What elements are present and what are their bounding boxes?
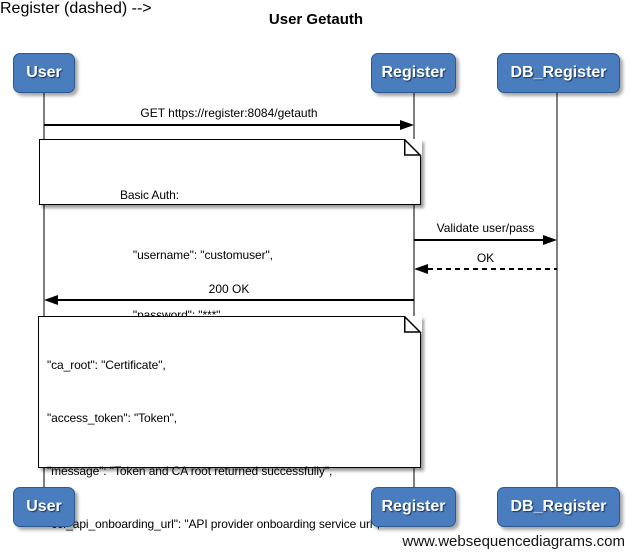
note-fold-icon bbox=[403, 315, 422, 334]
arrowhead-right-icon bbox=[543, 235, 557, 245]
actor-register-label: Register bbox=[381, 64, 446, 81]
diagram-title: User Getauth bbox=[268, 11, 364, 28]
note-line: "ccf_api_onboarding_url": "API provider … bbox=[47, 516, 380, 531]
note-fold-icon bbox=[403, 138, 422, 157]
arrowhead-left-icon bbox=[44, 295, 58, 305]
lifeline-register bbox=[413, 93, 415, 487]
actor-user-label: User bbox=[26, 64, 62, 81]
actor-db-register-top: DB_Register bbox=[497, 53, 620, 93]
actor-register-bottom: Register bbox=[371, 487, 456, 527]
note-line: "username": "customuser", bbox=[120, 248, 273, 262]
actor-db-register-bottom: DB_Register bbox=[497, 487, 620, 527]
lifeline-user bbox=[43, 93, 45, 487]
note-basic-auth-text: Basic Auth: "username": "customuser", "p… bbox=[40, 140, 420, 322]
actor-user-label: User bbox=[26, 498, 62, 515]
note-response-text: "ca_root": "Certificate", "access_token"… bbox=[39, 317, 420, 530]
note-line: Basic Auth: bbox=[120, 188, 179, 202]
actor-db-register-label: DB_Register bbox=[510, 498, 607, 515]
actor-user-bottom: User bbox=[13, 487, 75, 527]
message-200-ok-label: 200 OK bbox=[208, 282, 250, 296]
note-basic-auth: Basic Auth: "username": "customuser", "p… bbox=[39, 138, 422, 322]
note-response: "ca_root": "Certificate", "access_token"… bbox=[38, 315, 422, 531]
actor-register-label: Register bbox=[381, 498, 446, 515]
message-get-getauth-line bbox=[44, 124, 402, 126]
note-line: "message": "Token and CA root returned s… bbox=[47, 463, 333, 478]
message-validate-line bbox=[414, 239, 545, 241]
lifeline-db-register bbox=[556, 93, 558, 487]
arrowhead-left-icon bbox=[414, 264, 428, 274]
actor-register-top: Register bbox=[371, 53, 456, 93]
arrowhead-right-icon bbox=[400, 120, 414, 130]
message-ok-label: OK bbox=[476, 251, 495, 265]
message-ok-line bbox=[428, 268, 557, 270]
message-validate-label: Validate user/pass bbox=[436, 221, 535, 235]
message-get-getauth-label: GET https://register:8084/getauth bbox=[140, 106, 318, 120]
note-line: "ca_root": "Certificate", bbox=[47, 358, 166, 373]
actor-db-register-label: DB_Register bbox=[510, 64, 607, 81]
actor-user-top: User bbox=[13, 53, 75, 93]
message-200-ok-line bbox=[58, 299, 414, 301]
note-line: "access_token": "Token", bbox=[47, 410, 178, 425]
watermark-url: www.websequencediagrams.com bbox=[402, 533, 625, 550]
